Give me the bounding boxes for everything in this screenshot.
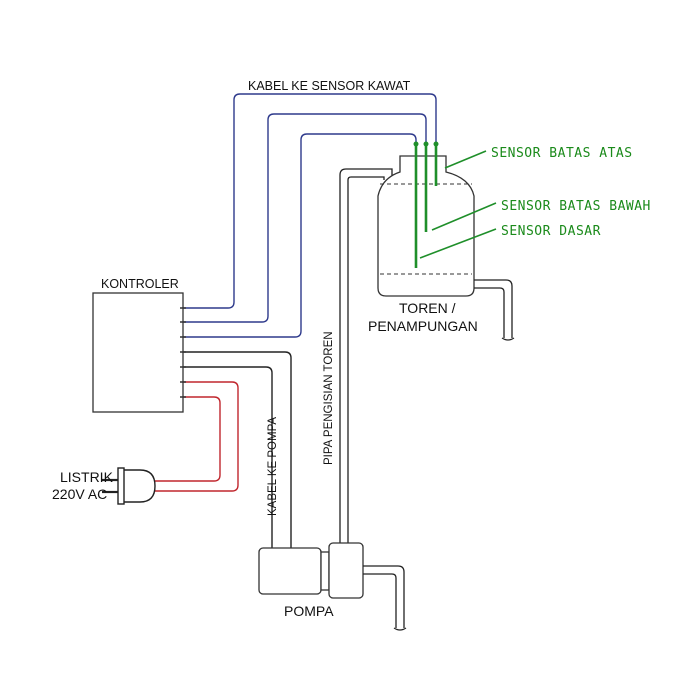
sensor-rods xyxy=(413,141,439,268)
sensor-wire-lower xyxy=(183,113,427,323)
tank-label-line2: PENAMPUNGAN xyxy=(368,318,478,334)
leader-lower xyxy=(431,202,497,231)
pump-cable-label: KABEL KE POMPA xyxy=(267,417,279,516)
fill-pipe-outer xyxy=(339,168,393,545)
tank-outlet-pipe xyxy=(474,279,513,338)
power-wire-1 xyxy=(152,381,239,492)
tank-outlet-pipe-inner xyxy=(474,287,505,338)
pump-cable-return xyxy=(183,366,273,548)
tank-label-line1: TOREN / xyxy=(399,300,456,316)
power-wire-2 xyxy=(152,396,221,482)
controller-terminals xyxy=(180,307,186,398)
pump-motor xyxy=(258,547,322,595)
pump xyxy=(258,542,364,599)
power-label-line2: 220V AC xyxy=(52,486,107,502)
fill-pipe-inner xyxy=(347,176,385,545)
leader-upper xyxy=(444,150,487,169)
sensor-wire-base xyxy=(183,133,417,338)
fill-pipe-label: PIPA PENGISIAN TOREN xyxy=(323,331,335,465)
sensor-wires xyxy=(183,93,437,338)
controller-label: KONTROLER xyxy=(101,277,179,291)
sensor-lower-label: SENSOR BATAS BAWAH xyxy=(501,199,651,214)
power-label-line1: LISTRIK xyxy=(60,469,114,485)
leader-base xyxy=(419,228,497,259)
sensor-base-label: SENSOR DASAR xyxy=(501,224,601,239)
pump-coupling xyxy=(320,551,330,591)
power-plug-icon xyxy=(102,467,156,505)
pump-outlet-pipe xyxy=(363,565,405,628)
pump-cable xyxy=(183,351,292,548)
pump-head xyxy=(328,542,364,599)
cable-sensor-label: KABEL KE SENSOR KAWAT xyxy=(248,79,411,93)
controller-box xyxy=(92,292,184,413)
pump-label: POMPA xyxy=(284,603,334,619)
sensor-wire-upper xyxy=(183,93,437,309)
sensor-upper-label: SENSOR BATAS ATAS xyxy=(491,146,633,161)
pump-outlet-pipe-inner xyxy=(363,573,397,628)
